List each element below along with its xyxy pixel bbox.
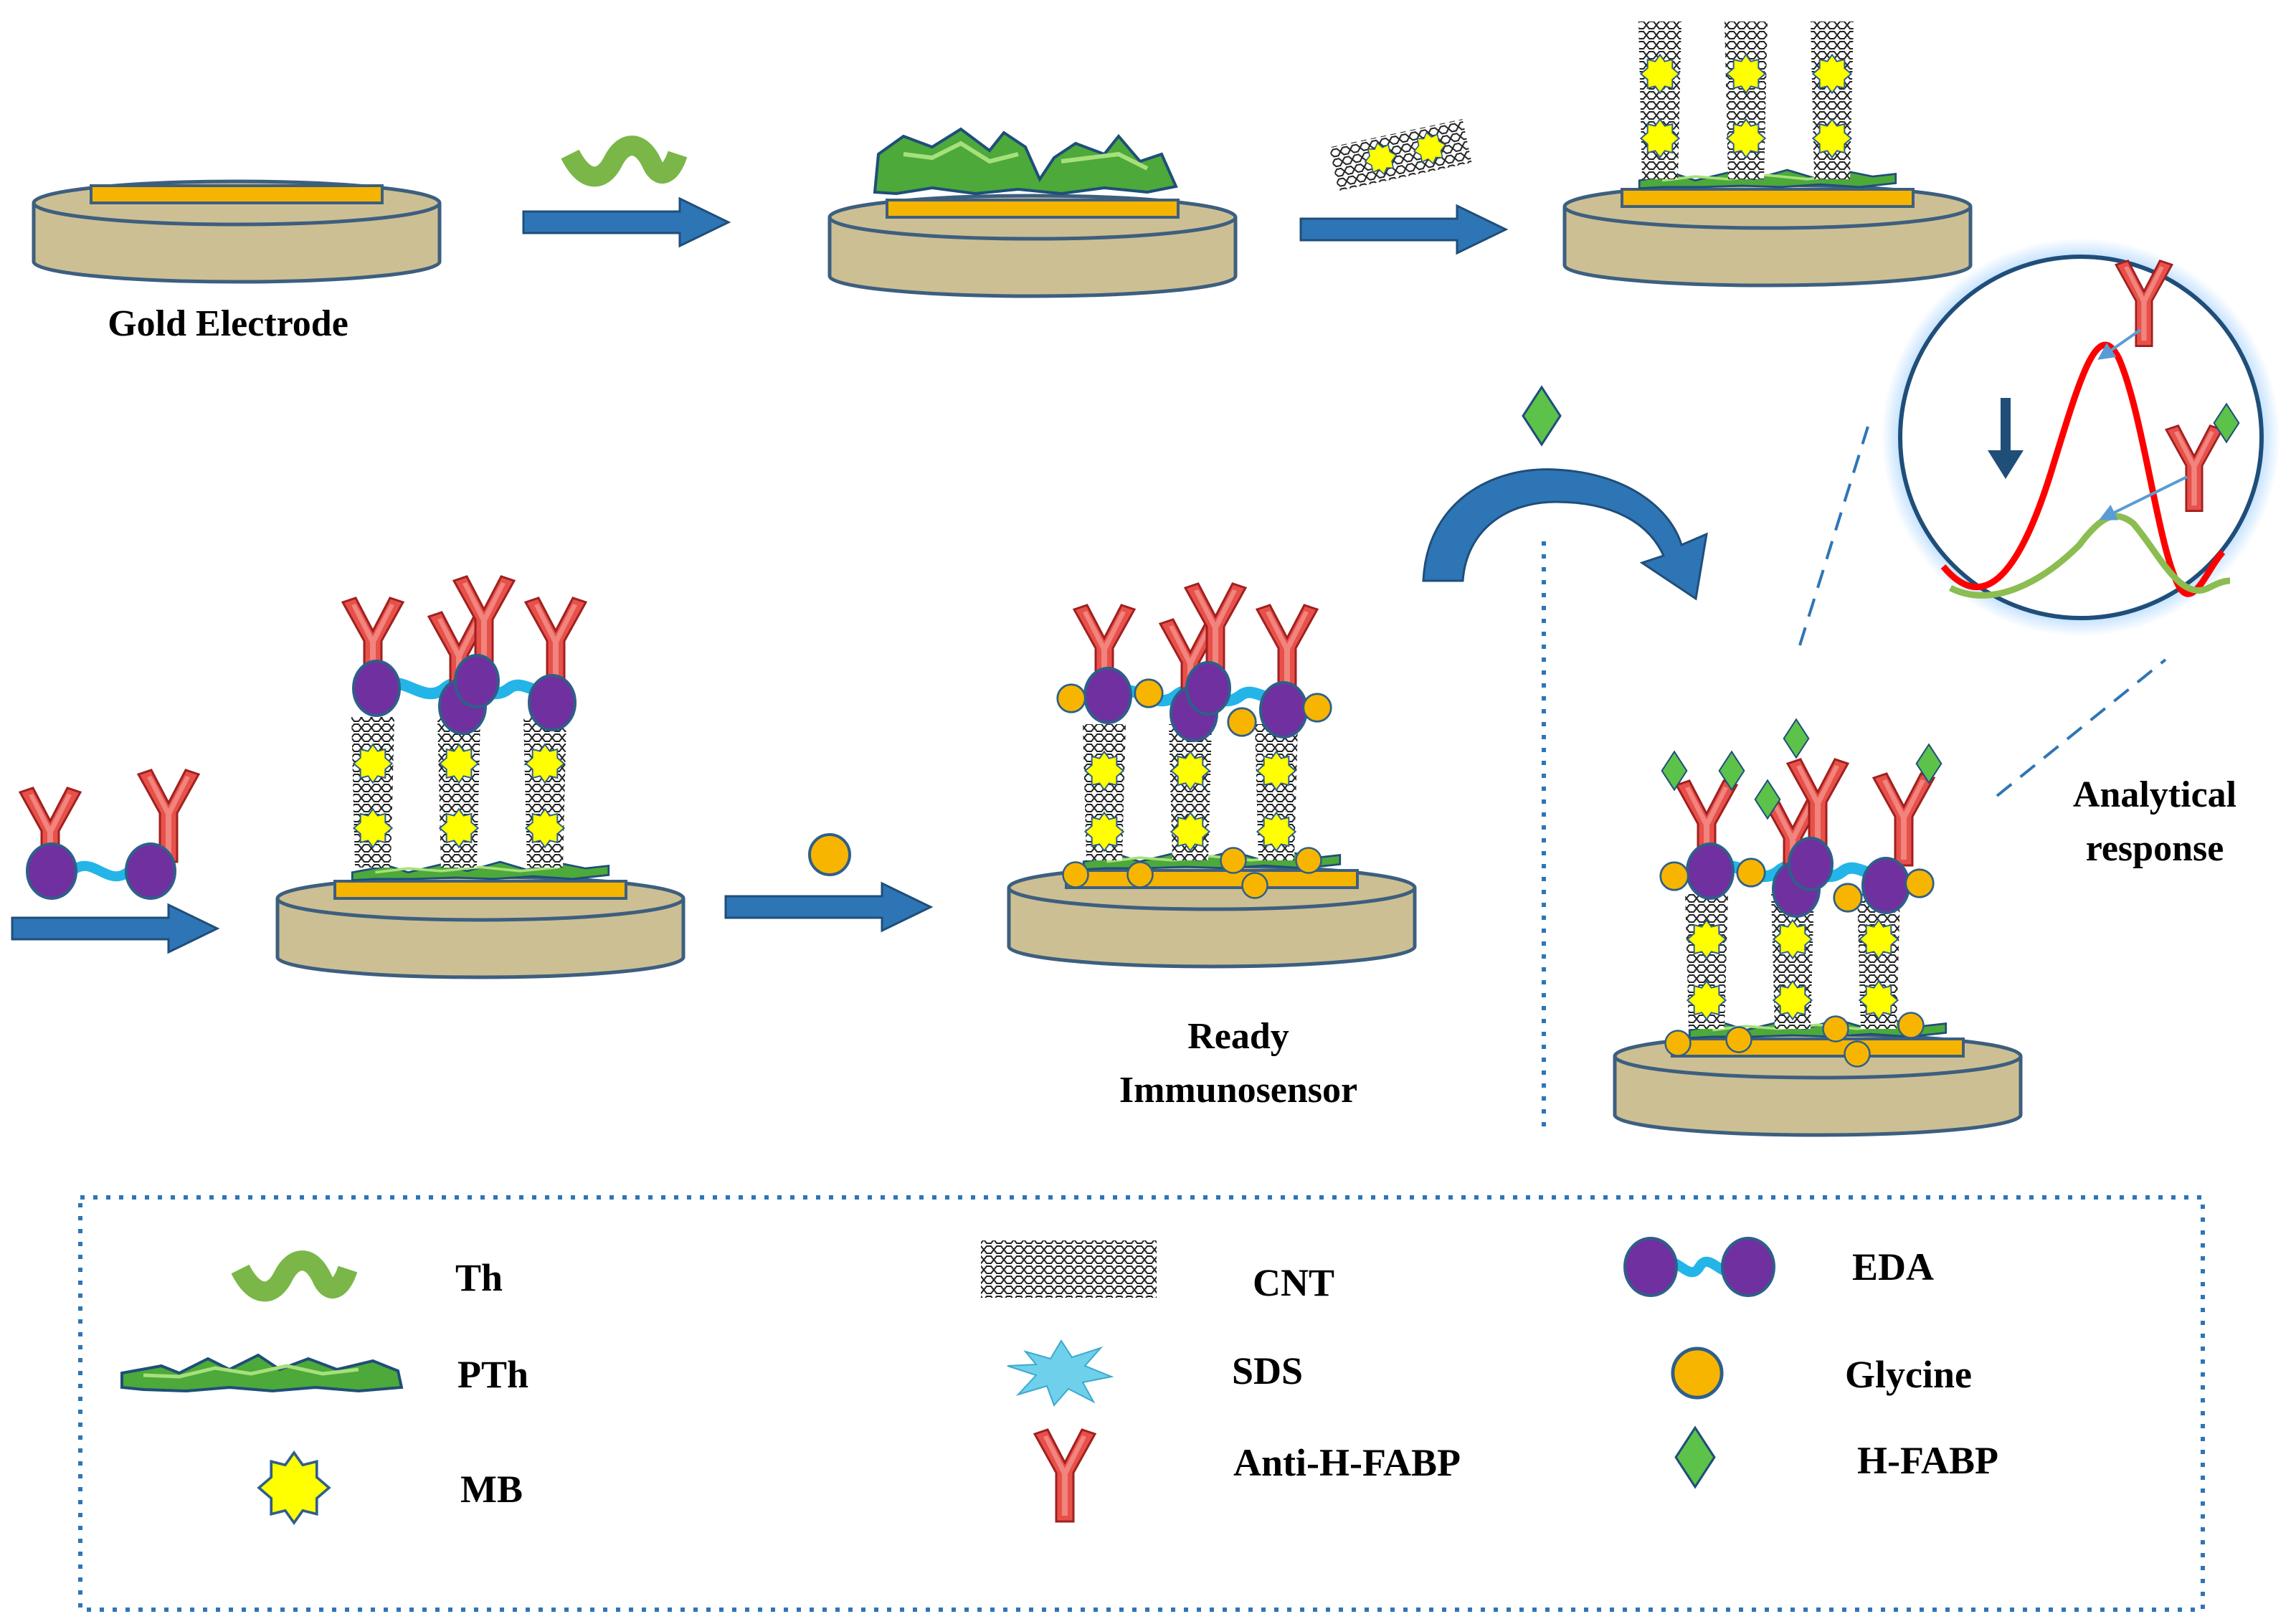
- gold-electrode-antibody: [277, 877, 683, 977]
- legend-eda-label: EDA: [1852, 1245, 1934, 1288]
- gold-electrode-label: Gold Electrode: [108, 303, 348, 344]
- cnt-columns-4: [351, 717, 566, 868]
- eda-antibody-reagent-icon: [19, 769, 200, 900]
- gold-electrode-cnt: [1565, 185, 1970, 285]
- zoom-line-left: [1798, 426, 1869, 646]
- legend-cnt-icon: [981, 1240, 1157, 1298]
- pth-film: [873, 127, 1178, 196]
- gold-electrode-bare: [34, 181, 440, 282]
- analytical-response-inset: [1882, 238, 2280, 637]
- cnt-mb-reagent-icon: [1329, 119, 1472, 191]
- legend-th-label: Th: [455, 1256, 503, 1299]
- legend-glycine-label: Glycine: [1845, 1353, 1972, 1396]
- analytical-response-label-line1: Analytical: [2073, 774, 2236, 815]
- legend-pth-icon: [120, 1353, 404, 1393]
- hfabp-reagent-icon: [1522, 386, 1562, 446]
- analytical-response-label-line2: response: [2086, 828, 2224, 869]
- curved-step-arrow: [1422, 468, 1708, 601]
- step-arrow-4: [724, 882, 932, 932]
- cnt-columns-6: [1685, 893, 1900, 1029]
- cnt-columns-3: [1638, 22, 1854, 179]
- legend-anti-hfabp-label: Anti-H-FABP: [1233, 1441, 1461, 1484]
- pointer-green-peak: [2099, 475, 2188, 521]
- eda-antibody-layer-4: [341, 575, 587, 735]
- legend-sds-label: SDS: [1232, 1349, 1303, 1392]
- eda-antibody-layer-5: [1073, 582, 1319, 742]
- th-reagent-icon: [570, 146, 678, 176]
- legend-hfabp-icon: [1674, 1426, 1716, 1488]
- step-arrow-3: [11, 903, 219, 954]
- legend-cnt-label: CNT: [1253, 1261, 1334, 1304]
- pointer-red-peak: [2097, 328, 2142, 360]
- signal-peak-green: [1948, 513, 2231, 599]
- step-arrow-1: [522, 197, 730, 247]
- ready-immunosensor-label-line2: Immunosensor: [1119, 1070, 1357, 1111]
- pth-film-highlight: [903, 141, 1149, 171]
- cnt-columns-5: [1083, 724, 1298, 860]
- legend-pth-label: PTh: [457, 1353, 528, 1396]
- legend-sds-icon: [1007, 1339, 1114, 1407]
- legend-mb-icon: [257, 1451, 331, 1524]
- ready-immunosensor-label-line1: Ready: [1187, 1016, 1289, 1057]
- step-arrow-2: [1299, 204, 1507, 255]
- legend-th-icon: [240, 1260, 348, 1291]
- eda-antibody-layer-6: [1675, 758, 1935, 918]
- glycine-reagent-icon: [808, 833, 851, 876]
- zoom-line-right: [1996, 658, 2167, 797]
- gold-electrode-pth: [830, 196, 1235, 296]
- legend-box: [78, 1195, 2205, 1612]
- legend-glycine-icon: [1673, 1349, 1722, 1397]
- legend-anti-hfabp-icon: [1033, 1428, 1096, 1523]
- decrease-arrow-head: [1988, 450, 2024, 479]
- legend-hfabp-label: H-FABP: [1857, 1439, 1998, 1482]
- legend-eda-icon: [1625, 1238, 1774, 1296]
- legend-mb-label: MB: [460, 1468, 523, 1511]
